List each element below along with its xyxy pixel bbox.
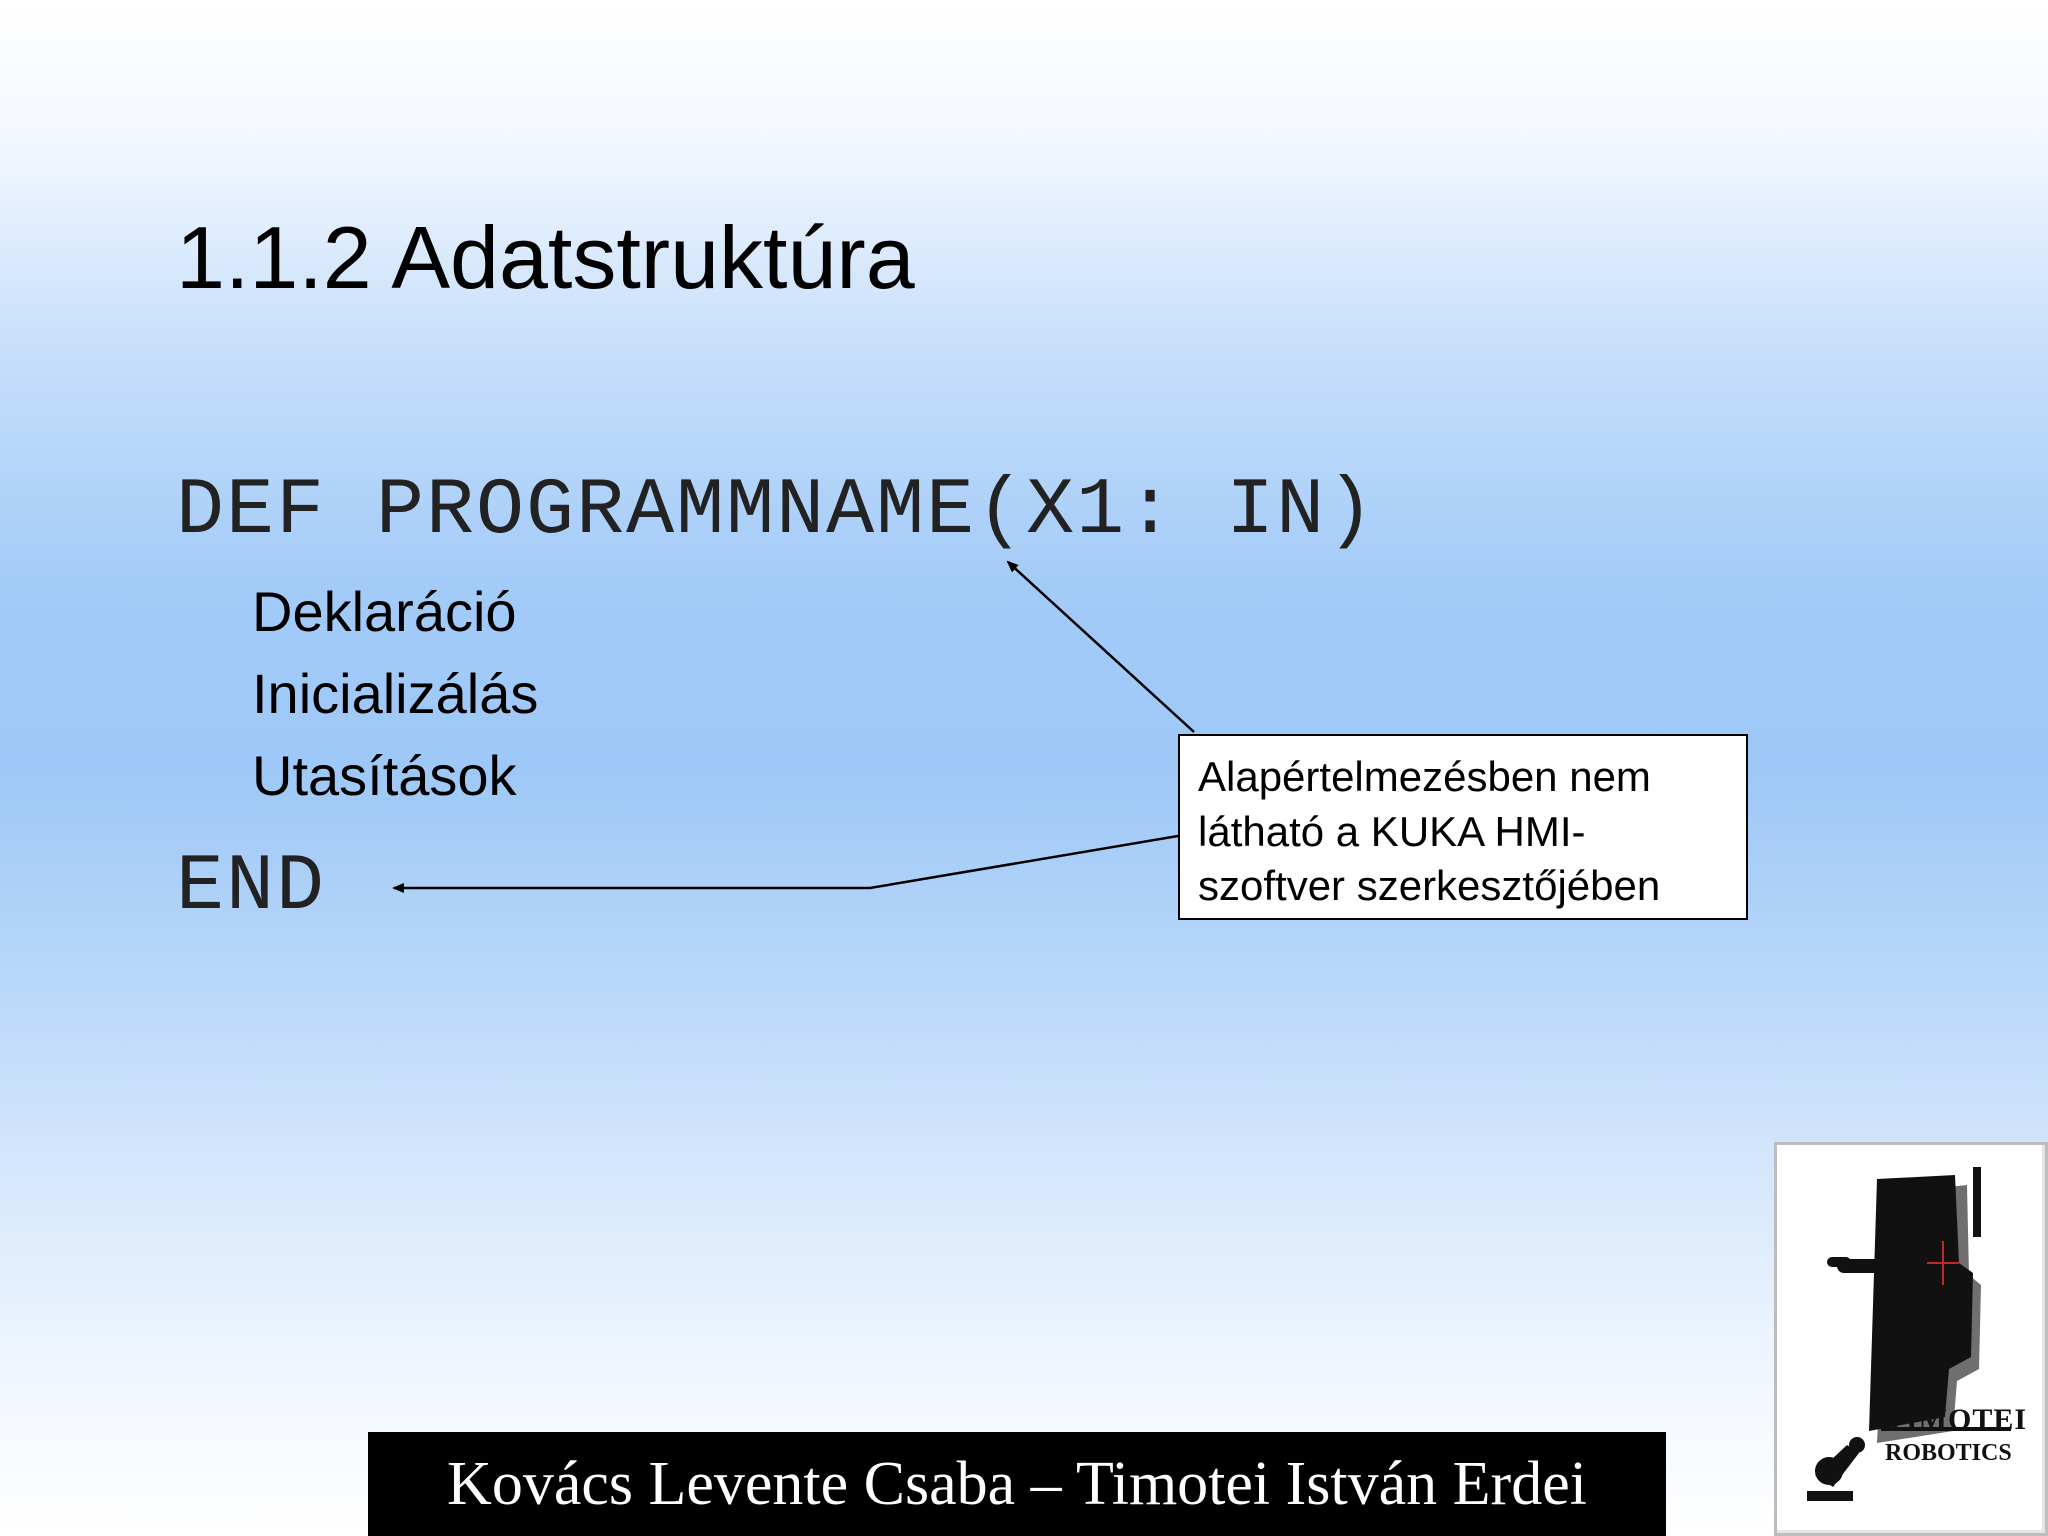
logo-text-robotics: ROBOTICS [1885, 1440, 2012, 1466]
callout-line-1: Alapértelmezésben nem [1198, 753, 1651, 800]
logo-text-timotei: TIMOTEI [1885, 1403, 2028, 1436]
code-def-line: DEF PROGRAMMNAME(X1: IN) [176, 466, 1377, 557]
arrow-to-def-line [1006, 560, 1195, 733]
callout-line-2: látható a KUKA HMI- [1198, 807, 1586, 855]
body-line-instructions: Utasítások [252, 744, 517, 807]
callout-line-3: szoftver szerkesztőjében [1198, 862, 1661, 910]
arrow-to-end-line [392, 834, 1179, 893]
footer-authors: Kovács Levente Csaba – Timotei István Er… [368, 1432, 1666, 1536]
body-line-initialization: Inicializálás [252, 662, 539, 725]
body-line-declaration: Deklaráció [252, 580, 517, 643]
code-end-line: END [176, 842, 327, 933]
callout-box: Alapértelmezésben nem látható a KUKA HMI… [1178, 734, 1748, 920]
slide-title: 1.1.2 Adatstruktúra [176, 208, 915, 307]
timotei-robotics-logo: TIMOTEI ROBOTICS [1774, 1142, 2048, 1536]
robot-arm-icon [1807, 1167, 2011, 1501]
